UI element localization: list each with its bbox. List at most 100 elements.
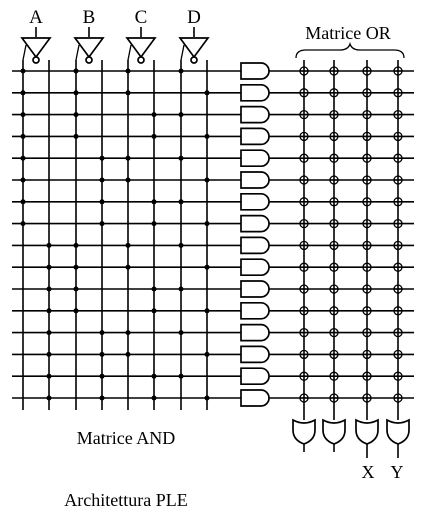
and-gate-1 — [240, 83, 270, 102]
and-connection-dot-15-2 — [151, 395, 157, 401]
input-label-d: D — [187, 7, 201, 28]
and-connection-dot-0-0 — [20, 68, 26, 74]
and-gate-11 — [240, 301, 270, 320]
true-line-branch-0 — [22, 44, 27, 61]
true-line-branch-3 — [180, 44, 185, 61]
and-connection-dot-13-3 — [204, 351, 210, 357]
or-gate-3 — [386, 418, 410, 445]
and-connection-dot-6-3 — [178, 199, 184, 205]
and-connection-dot-5-2 — [125, 177, 131, 183]
and-connection-dot-7-2 — [151, 221, 157, 227]
and-gate-0 — [240, 62, 270, 80]
inverter-bubble-0 — [32, 56, 40, 64]
and-connection-dot-12-0 — [46, 330, 52, 336]
and-connection-dot-9-2 — [125, 264, 131, 270]
and-connection-dot-6-2 — [151, 199, 157, 205]
wiring-layer — [12, 27, 414, 458]
or-gate-0 — [292, 418, 316, 445]
and-gate-3 — [240, 127, 270, 146]
and-connection-dot-14-1 — [99, 373, 105, 379]
inverter-bubble-2 — [137, 56, 145, 64]
input-inverter-2 — [125, 37, 157, 59]
and-gate-6 — [240, 192, 270, 211]
and-connection-dot-3-0 — [20, 133, 26, 139]
and-connection-dot-6-1 — [99, 199, 105, 205]
and-connection-dot-10-2 — [151, 286, 157, 292]
and-connection-dot-14-2 — [151, 373, 157, 379]
inverter-bubble-3 — [190, 56, 198, 64]
and-connection-dot-11-3 — [204, 308, 210, 314]
and-connection-dot-1-0 — [20, 90, 26, 96]
and-connection-dot-5-3 — [204, 177, 210, 183]
or-gate-1 — [322, 418, 346, 445]
and-gate-7 — [240, 214, 270, 233]
input-label-c: C — [135, 7, 148, 28]
and-connection-dot-9-1 — [73, 264, 79, 270]
and-gate-10 — [240, 280, 270, 298]
and-connection-dot-3-1 — [73, 133, 79, 139]
and-connection-dot-15-0 — [46, 395, 52, 401]
and-connection-dot-15-3 — [204, 395, 210, 401]
input-inverter-0 — [20, 37, 52, 59]
and-gate-14 — [240, 367, 270, 386]
input-inverter-1 — [73, 37, 105, 59]
and-connection-dot-4-0 — [20, 155, 26, 161]
and-connection-dot-4-3 — [178, 155, 184, 161]
and-connection-dot-11-0 — [46, 308, 52, 314]
and-connection-dot-11-2 — [151, 308, 157, 314]
and-connection-dot-12-2 — [125, 330, 131, 336]
and-gate-2 — [240, 105, 270, 124]
and-connection-dot-14-3 — [178, 373, 184, 379]
and-connection-dot-0-2 — [125, 68, 131, 74]
and-connection-dot-5-0 — [20, 177, 26, 183]
or-matrix-label: Matrice OR — [305, 23, 390, 43]
true-line-branch-1 — [75, 44, 80, 61]
and-connection-dot-10-1 — [73, 286, 79, 292]
and-connection-dot-12-3 — [178, 330, 184, 336]
and-connection-dot-10-3 — [178, 286, 184, 292]
and-connection-dot-7-1 — [99, 221, 105, 227]
and-connection-dot-7-0 — [20, 221, 26, 227]
and-connection-dot-13-1 — [99, 351, 105, 357]
and-connection-dot-11-1 — [73, 308, 79, 314]
and-connection-dot-5-1 — [99, 177, 105, 183]
output-label-x: X — [362, 462, 375, 482]
input-inverter-3 — [178, 37, 210, 59]
and-connection-dot-15-1 — [99, 395, 105, 401]
and-connection-dot-8-2 — [125, 242, 131, 248]
and-gate-8 — [240, 236, 270, 255]
and-connection-dot-14-0 — [46, 373, 52, 379]
inverter-bubble-1 — [85, 56, 93, 64]
diagram-title: Architettura PLE — [64, 490, 187, 510]
and-connection-dot-8-3 — [178, 242, 184, 248]
connection-dots-layer — [20, 66, 403, 403]
labels-layer: A B C D Matrice OR Matrice AND X Y Archi… — [29, 7, 403, 510]
output-label-y: Y — [391, 462, 404, 482]
and-connection-dot-8-1 — [73, 242, 79, 248]
and-connection-dot-1-2 — [125, 90, 131, 96]
and-connection-dot-6-0 — [20, 199, 26, 205]
and-connection-dot-10-0 — [46, 286, 52, 292]
and-connection-dot-12-1 — [99, 330, 105, 336]
and-connection-dot-8-0 — [46, 242, 52, 248]
and-connection-dot-7-3 — [204, 221, 210, 227]
and-matrix-label: Matrice AND — [77, 428, 175, 448]
and-connection-dot-0-3 — [178, 68, 184, 74]
and-connection-dot-2-0 — [20, 112, 26, 118]
and-connection-dot-13-2 — [125, 351, 131, 357]
and-connection-dot-9-3 — [204, 264, 210, 270]
or-matrix-brace — [295, 41, 405, 59]
and-connection-dot-2-2 — [151, 112, 157, 118]
true-line-branch-2 — [127, 44, 132, 61]
and-gate-15 — [240, 389, 270, 407]
and-gate-5 — [240, 171, 270, 189]
and-connection-dot-13-0 — [46, 351, 52, 357]
or-gate-2 — [355, 418, 379, 445]
and-gate-9 — [240, 258, 270, 277]
and-connection-dot-0-1 — [73, 68, 79, 74]
and-connection-dot-2-1 — [73, 112, 79, 118]
input-label-a: A — [29, 7, 43, 28]
and-connection-dot-3-2 — [151, 133, 157, 139]
